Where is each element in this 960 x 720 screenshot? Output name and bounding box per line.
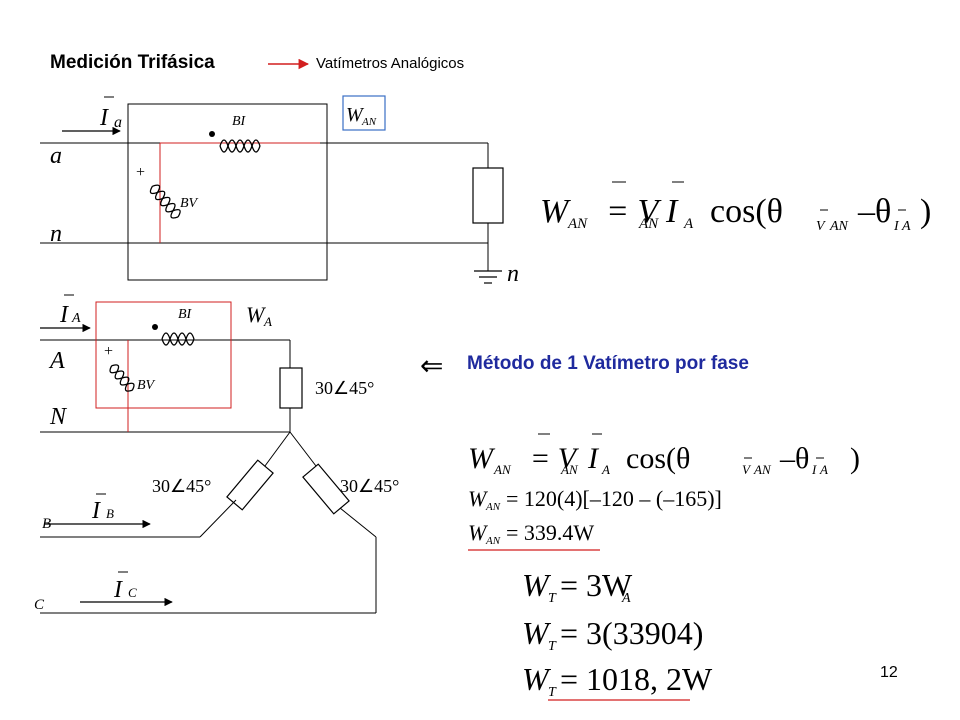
left-arrow-icon: ⇐ bbox=[420, 351, 443, 382]
current-sub-A: A bbox=[71, 311, 81, 326]
current-label-A: I bbox=[59, 302, 69, 328]
eq4-rhs: = 339.4W bbox=[506, 520, 594, 545]
total1-rhs: = 3W bbox=[560, 567, 633, 603]
equation-second: W AN = V AN I A cos(θ V AN –θ I A ) W AN… bbox=[468, 433, 860, 701]
eq2-rhs4-sub2: A bbox=[819, 462, 828, 477]
current-coil-icon bbox=[209, 131, 261, 153]
eq2-rhs3-sub: V bbox=[742, 462, 752, 477]
eq-main-rhs2: I bbox=[665, 193, 679, 230]
eq3-lhs-sub: AN bbox=[485, 501, 501, 513]
eq4-lhs-sub: AN bbox=[485, 535, 501, 547]
meter-label-w: W bbox=[346, 104, 365, 126]
line-label-n: n bbox=[50, 221, 62, 247]
total1-lhs-sub: T bbox=[548, 591, 557, 606]
coil-label-bi-top: BI bbox=[232, 114, 247, 129]
load-resistor-c bbox=[302, 463, 350, 515]
meter-label-wa-sub: A bbox=[263, 314, 272, 329]
eq2-rhs1-sub: AN bbox=[560, 462, 579, 477]
line-label-N: N bbox=[49, 404, 68, 430]
total1-lhs: W bbox=[522, 567, 552, 603]
eq-main-rhs4-sub2: A bbox=[901, 219, 911, 234]
line-label-A: A bbox=[48, 348, 65, 374]
voltage-coil-icon-2 bbox=[109, 364, 135, 392]
eq2-rhs2: I bbox=[587, 442, 600, 475]
eq2-rhs3-sub2: AN bbox=[753, 462, 772, 477]
current-label-B: I bbox=[91, 498, 101, 524]
total3-lhs: W bbox=[522, 661, 552, 697]
total3-rhs: = 1018, 2W bbox=[560, 661, 713, 697]
current-coil-icon-2 bbox=[152, 324, 195, 346]
total2-lhs-sub: T bbox=[548, 639, 557, 654]
eq-main-rhs4-sub: I bbox=[893, 219, 900, 234]
eq2-rhs1: = V bbox=[530, 442, 580, 475]
load-resistor-b bbox=[226, 459, 274, 511]
ground-icon bbox=[474, 270, 502, 284]
eq-main-rhs4: –θ bbox=[857, 193, 891, 230]
bottom-circuit bbox=[40, 301, 377, 614]
total2-rhs: = 3(33904) bbox=[560, 615, 703, 651]
voltage-coil-icon bbox=[149, 184, 181, 219]
line-label-B: B bbox=[42, 516, 51, 532]
equation-main: W AN = V AN I A cos(θ V AN –θ I A ) bbox=[540, 181, 931, 234]
eq2-rhs4-sub: I bbox=[811, 462, 817, 477]
eq2-lhs-sub: AN bbox=[493, 462, 512, 477]
meter-label-wa: W bbox=[246, 302, 266, 327]
slide-title: Medición Trifásica bbox=[50, 52, 215, 73]
eq3-lhs: W bbox=[468, 486, 488, 511]
eq-main-close: ) bbox=[920, 193, 931, 230]
eq-main-rhs3-sub: V bbox=[816, 219, 826, 234]
method-label: Método de 1 Vatímetro por fase bbox=[467, 353, 749, 374]
eq-main-rhs3-sub2: AN bbox=[829, 219, 849, 234]
total2-lhs: W bbox=[522, 615, 552, 651]
eq2-rhs2-sub: A bbox=[601, 462, 610, 477]
current-sub-a: a bbox=[114, 114, 122, 131]
eq-main-lhs: W bbox=[540, 193, 571, 230]
meter-label-box bbox=[342, 95, 386, 131]
line-label-C: C bbox=[34, 597, 45, 613]
eq-main-rhs3: cos(θ bbox=[710, 193, 783, 230]
current-label-C: I bbox=[113, 577, 123, 603]
ground-label-n: n bbox=[507, 261, 519, 287]
eq2-rhs4: –θ bbox=[779, 442, 809, 475]
current-label-a: I bbox=[99, 105, 109, 131]
total1-rhs-sub: A bbox=[621, 591, 631, 606]
eq-main-lhs-sub: AN bbox=[567, 216, 588, 232]
coil-label-bv-top: BV bbox=[180, 196, 199, 211]
page-number: 12 bbox=[880, 664, 898, 681]
current-sub-B: B bbox=[106, 506, 114, 521]
top-circuit bbox=[40, 95, 504, 284]
load-resistor bbox=[472, 167, 504, 224]
plus-sign-top: + bbox=[136, 164, 145, 181]
current-sub-C: C bbox=[128, 585, 137, 600]
line-label-a: a bbox=[50, 143, 62, 169]
coil-label-bv-bottom: BV bbox=[137, 378, 156, 393]
impedance-label-b: 30∠45° bbox=[152, 476, 211, 496]
load-resistor-a bbox=[279, 367, 303, 409]
slide-subtitle: Vatímetros Analógicos bbox=[316, 55, 465, 72]
eq4-lhs: W bbox=[468, 520, 488, 545]
eq2-lhs: W bbox=[468, 442, 496, 475]
eq3-rhs: = 120(4)[–120 – (–165)] bbox=[506, 486, 722, 511]
total3-lhs-sub: T bbox=[548, 685, 557, 700]
eq-main-rhs2-sub: A bbox=[683, 216, 694, 232]
eq-main-rhs1: = V bbox=[606, 193, 662, 230]
coil-label-bi-bottom: BI bbox=[178, 307, 193, 322]
eq2-rhs3: cos(θ bbox=[626, 442, 690, 475]
impedance-label-c: 30∠45° bbox=[340, 476, 399, 496]
eq2-close: ) bbox=[850, 442, 860, 475]
eq-main-rhs1-sub: AN bbox=[638, 216, 659, 232]
meter-label-sub: AN bbox=[361, 116, 377, 128]
impedance-label-a: 30∠45° bbox=[315, 378, 374, 398]
plus-sign-bottom: + bbox=[104, 343, 113, 360]
